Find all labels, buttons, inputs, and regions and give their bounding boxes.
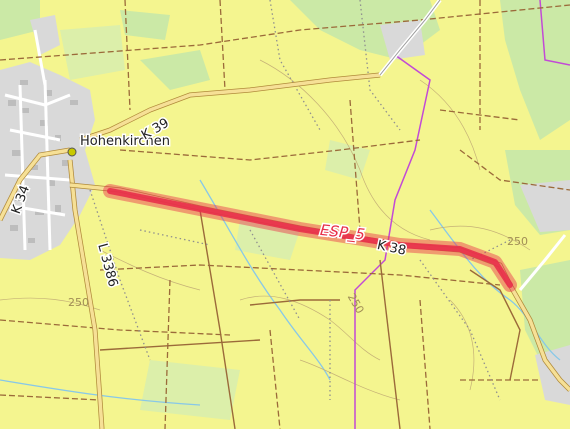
streams — [0, 179, 561, 406]
boundary-lines — [354, 0, 570, 429]
contour-lines — [0, 59, 531, 401]
highlight-esp5[interactable] — [103, 184, 517, 292]
contour-label-250-east: 250 — [507, 235, 528, 248]
tracks-solid — [99, 209, 521, 429]
road-northeast — [378, 0, 567, 291]
place-label-hohenkirchen: Hohenkirchen — [80, 134, 170, 149]
contour-label-250-southwest: 250 — [68, 296, 89, 309]
settlement-hohenkirchen — [0, 15, 95, 260]
road-k34 — [0, 147, 71, 222]
road-l3386 — [67, 159, 105, 429]
place-marker-hohenkirchen — [67, 147, 77, 157]
road-k39 — [79, 72, 381, 143]
